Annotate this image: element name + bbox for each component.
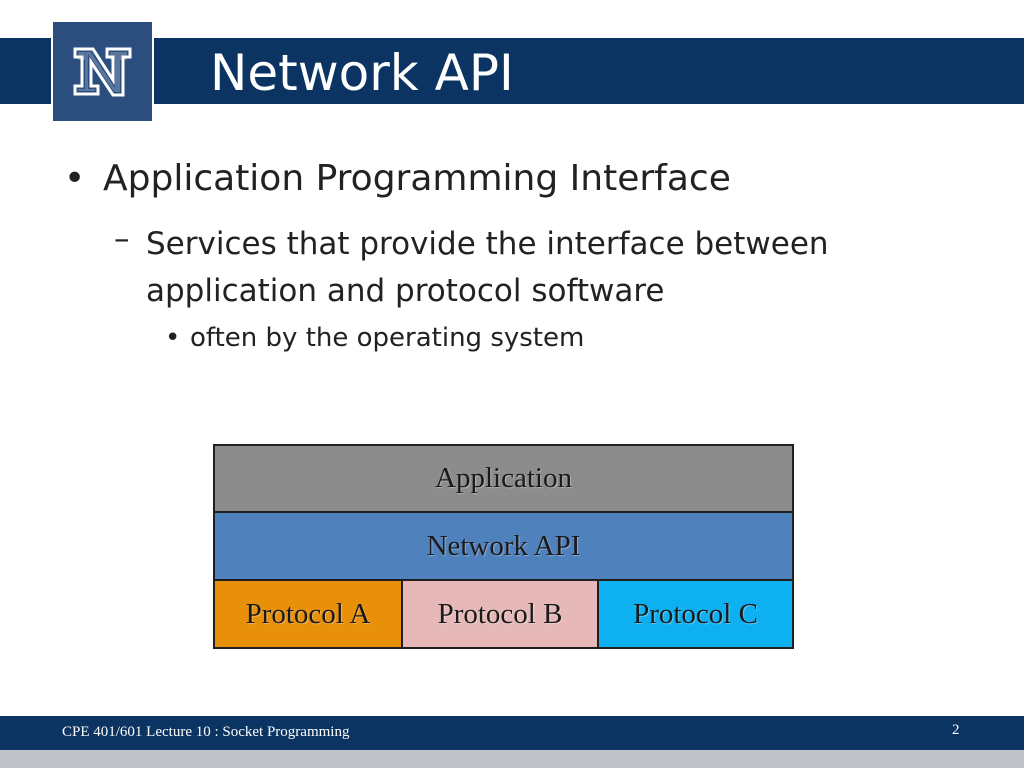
bullet-level2: Services that provide the interface betw… bbox=[146, 221, 829, 315]
university-n-logo-icon bbox=[51, 20, 154, 123]
title-bar bbox=[0, 38, 1024, 104]
diagram-layer-network-api: Network API bbox=[213, 511, 794, 581]
bullet-level2-line1: Services that provide the interface betw… bbox=[146, 226, 829, 262]
bottom-strip bbox=[0, 750, 1024, 768]
diagram-layer-protocol-c: Protocol C bbox=[597, 579, 794, 649]
footer-text: CPE 401/601 Lecture 10 : Socket Programm… bbox=[62, 724, 350, 740]
bullet-level1: Application Programming Interface bbox=[103, 158, 731, 199]
bullet-marker-level1: • bbox=[64, 158, 86, 199]
bullet-marker-level3: • bbox=[165, 323, 181, 353]
diagram-layer-protocol-b: Protocol B bbox=[401, 579, 599, 649]
page-number: 2 bbox=[952, 722, 960, 738]
diagram-layer-protocol-a: Protocol A bbox=[213, 579, 403, 649]
footer-bar bbox=[0, 716, 1024, 750]
bullet-level2-line2: application and protocol software bbox=[146, 273, 665, 309]
bullet-marker-level2: – bbox=[114, 221, 130, 257]
slide-title: Network API bbox=[210, 44, 514, 102]
diagram-layer-application: Application bbox=[213, 444, 794, 513]
bullet-level3: often by the operating system bbox=[190, 323, 585, 353]
